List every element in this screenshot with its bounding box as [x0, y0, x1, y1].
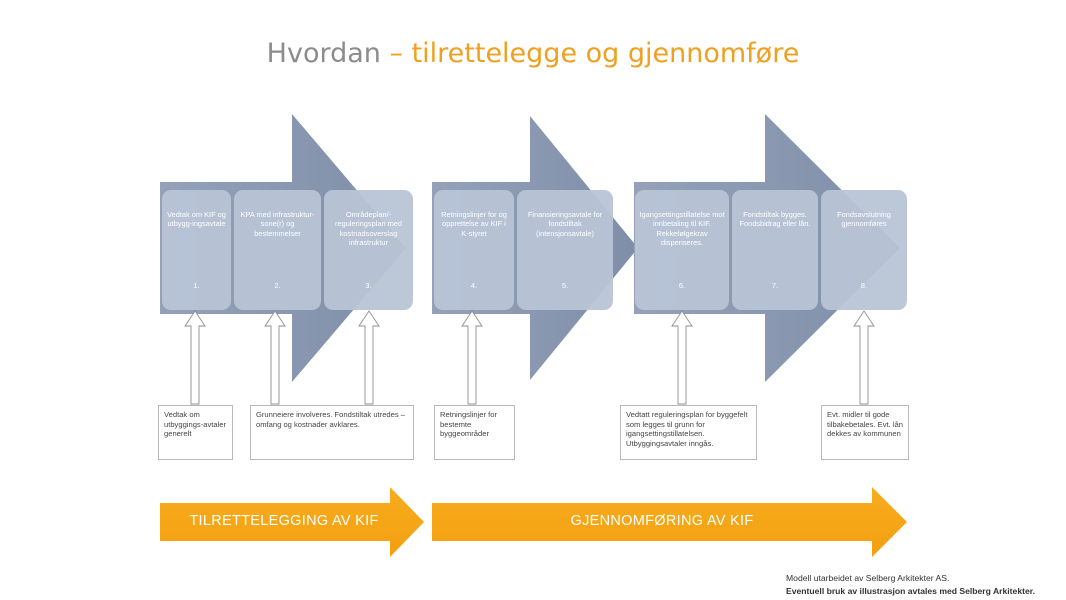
note-text: Grunneiere involveres. Fondstiltak utred…: [256, 410, 405, 429]
step-text: Fondstiltak bygges. Fondsbidrag eller lå…: [739, 210, 811, 229]
step-number: 1.: [193, 280, 200, 290]
step-text: Retningslinjer for og opprettelse av KIF…: [441, 210, 507, 238]
title-highlight: – tilrettelegge og gjennomføre: [389, 38, 800, 69]
title-prefix: Hvordan: [266, 38, 381, 69]
step-number: 4.: [470, 280, 478, 290]
step-text: Igangsettingstillatelse mot innbetaling …: [639, 210, 725, 248]
step-box-2: KPA med infrastruktur-sone(r) og bestemm…: [234, 190, 321, 310]
phase-label-1: TILRETTELEGGING AV KIF: [189, 513, 379, 529]
step-box-3: Områdeplan/-reguleringsplan med kostnads…: [324, 190, 413, 310]
step-box-4: Retningslinjer for og opprettelse av KIF…: [434, 190, 514, 310]
note-box-4: Vedtatt reguleringsplan for byggefelt so…: [620, 405, 757, 460]
step-text: KPA med infrastruktur-sone(r) og bestemm…: [240, 210, 315, 238]
step-number: 3.: [365, 280, 372, 290]
note-box-2: Grunneiere involveres. Fondstiltak utred…: [250, 405, 414, 460]
up-arrow-6: [853, 310, 875, 405]
note-text: Vedtatt reguleringsplan for byggefelt so…: [626, 410, 748, 448]
credit-line-2: Eventuell bruk av illustrasjon avtales m…: [786, 585, 1035, 596]
step-text: Områdeplan/-reguleringsplan med kostnads…: [335, 210, 402, 248]
step-text: Fondsavslutning gjennomføres: [837, 210, 891, 229]
phase-label-2: GJENNOMFØRING AV KIF: [570, 513, 754, 529]
up-arrow-3: [358, 310, 380, 405]
up-arrow-5: [671, 310, 693, 405]
note-box-5: Evt. midler til gode tilbakebetales. Evt…: [821, 405, 909, 460]
phase-arrow-1: [160, 487, 424, 557]
step-number: 5.: [561, 280, 569, 290]
step-box-1: Vedtak om KIF og utbygg-ingsavtale 1.: [162, 190, 231, 310]
up-arrow-4: [461, 310, 483, 405]
credit-line-1: Modell utarbeidet av Selberg Arkitekter …: [786, 573, 950, 583]
step-text: Finansieringsavtale for fondstiltak (int…: [527, 210, 603, 238]
credit-text: Modell utarbeidet av Selberg Arkitekter …: [786, 572, 1035, 597]
step-text: Vedtak om KIF og utbygg-ingsavtale: [167, 210, 226, 229]
step-number: 6.: [678, 280, 686, 290]
step-number: 2.: [274, 280, 281, 290]
note-text: Evt. midler til gode tilbakebetales. Evt…: [827, 410, 903, 439]
step-box-6: Igangsettingstillatelse mot innbetaling …: [635, 190, 729, 310]
up-arrow-2: [264, 310, 286, 405]
step-box-7: Fondstiltak bygges. Fondsbidrag eller lå…: [732, 190, 818, 310]
up-arrow-1: [184, 310, 206, 405]
page-title: Hvordan – tilrettelegge og gjennomføre: [0, 38, 1066, 69]
step-box-5: Finansieringsavtale for fondstiltak (int…: [517, 190, 613, 310]
note-box-3: Retningslinjer for bestemte byggeområder: [434, 405, 515, 460]
note-text: Vedtak om utbyggings-avtaler generelt: [164, 410, 227, 439]
note-box-1: Vedtak om utbyggings-avtaler generelt: [158, 405, 233, 460]
step-number: 8.: [860, 280, 868, 290]
step-box-8: Fondsavslutning gjennomføres 8.: [821, 190, 907, 310]
note-text: Retningslinjer for bestemte byggeområder: [440, 410, 497, 439]
phase-arrow-2: [432, 487, 907, 557]
step-number: 7.: [771, 280, 779, 290]
